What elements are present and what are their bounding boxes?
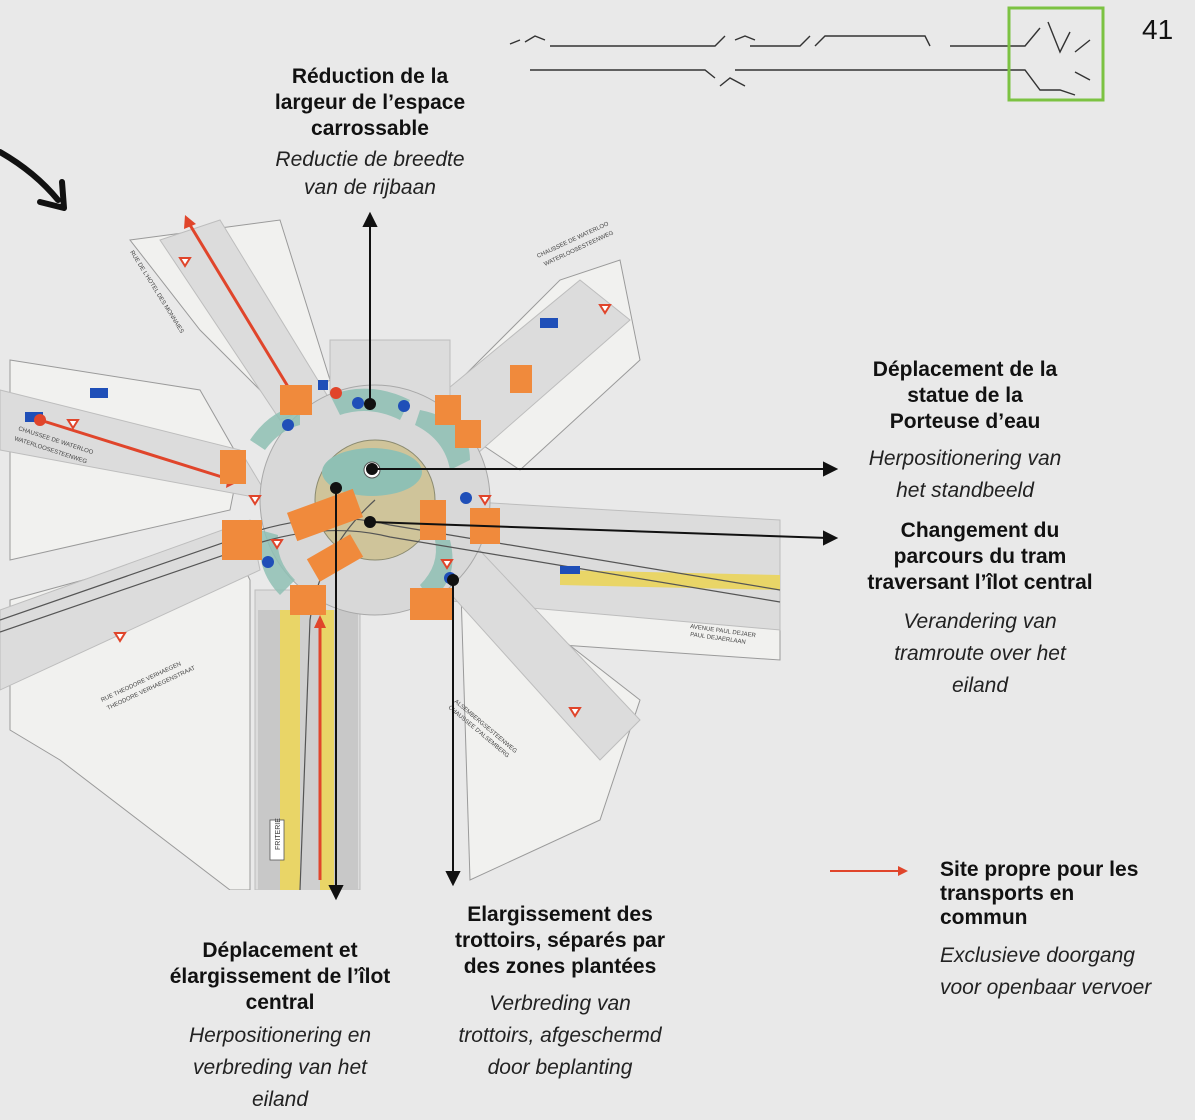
legend-nl: Exclusieve doorgang voor openbaar vervoe… [940,944,1152,999]
annotation-island-nl: Herpositionering en verbreding van het e… [188,1024,372,1111]
frituur-label: FRITERIE [275,818,282,850]
curved-arrow-icon [0,149,67,211]
legend-arrow-icon [830,866,908,876]
annotation-sidewalks-nl: Verbreding van trottoirs, afgeschermd do… [458,992,662,1079]
annotation-statue-nl: Herpositionering van het standbeeld [868,447,1062,502]
annotation-tram-fr: Changement du parcours du tram traversan… [867,519,1093,594]
annotation-sidewalks-fr: Elargissement des trottoirs, séparés par… [454,903,666,978]
annotation-statue-fr: Déplacement de la statue de la Porteuse … [872,358,1058,433]
roundabout-plan: FRITERIE [0,215,781,890]
annotation-island: Déplacement et élargissement de l’îlot c… [130,938,430,1116]
annotation-island-fr: Déplacement et élargissement de l’îlot c… [169,939,391,1014]
annotation-tram-nl: Verandering van tramroute over het eilan… [894,610,1066,697]
locator-map [509,6,1105,102]
legend: Site propre pour les transports en commu… [940,858,1190,1004]
annotation-tram: Changement du parcours du tram traversan… [835,518,1125,702]
annotation-roadway-nl: Reductie de breedte van de rijbaan [275,148,465,199]
annotation-sidewalks: Elargissement des trottoirs, séparés par… [410,902,710,1084]
annotation-roadway: Réduction de la largeur de l’espace carr… [220,64,520,202]
annotation-statue: Déplacement de la statue de la Porteuse … [840,357,1090,507]
page-number: 41 [1142,14,1174,45]
locator-highlight-box [1007,6,1105,102]
legend-fr: Site propre pour les transports en commu… [940,858,1139,929]
annotation-roadway-fr: Réduction de la largeur de l’espace carr… [274,65,466,140]
